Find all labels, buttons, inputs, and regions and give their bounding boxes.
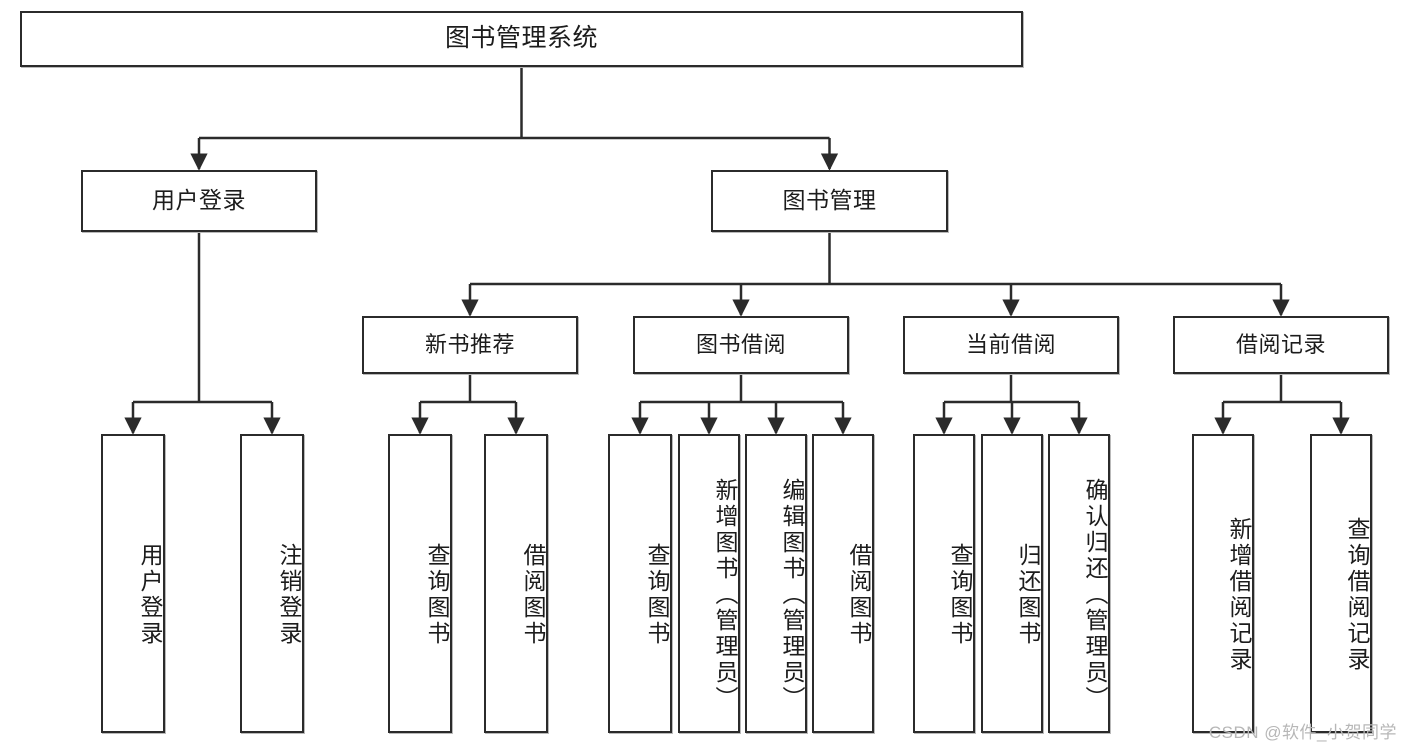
node-label: 确认归还（管理员） [1082,477,1108,712]
node-leaf-rec-query2[interactable]: 查询借阅记录 [1310,434,1372,733]
node-leaf-cur-return[interactable]: 归还图书 [981,434,1043,733]
csdn-watermark: CSDN @软件_小贺同学 [1208,723,1397,742]
node-leaf-rec-query[interactable]: 查询图书 [388,434,452,733]
node-leaf-user-logout[interactable]: 注销登录 [240,434,304,733]
node-label: 注销登录 [276,542,302,647]
node-label: 借阅图书 [846,542,872,647]
node-leaf-rec-add[interactable]: 新增借阅记录 [1192,434,1254,733]
node-new-book-rec[interactable]: 新书推荐 [362,316,578,374]
node-leaf-borrow-add[interactable]: 新增图书（管理员） [678,434,740,733]
node-leaf-cur-query[interactable]: 查询图书 [913,434,975,733]
node-label: 归还图书 [1015,542,1041,647]
node-leaf-borrow-lend[interactable]: 借阅图书 [812,434,874,733]
node-label: 图书管理 [782,187,877,214]
node-book-borrow[interactable]: 图书借阅 [633,316,849,374]
node-user-login[interactable]: 用户登录 [81,170,317,232]
node-label: 编辑图书（管理员） [779,477,805,712]
node-root[interactable]: 图书管理系统 [20,11,1023,67]
node-label: 查询图书 [424,542,450,647]
node-label: 新增图书（管理员） [712,477,738,712]
node-leaf-user-login[interactable]: 用户登录 [101,434,165,733]
node-label: 借阅图书 [520,542,546,647]
node-leaf-borrow-query[interactable]: 查询图书 [608,434,672,733]
node-label: 查询借阅记录 [1344,516,1370,673]
node-label: 用户登录 [152,187,246,214]
node-label: 查询图书 [947,542,973,647]
node-label: 图书管理系统 [444,24,598,53]
node-book-manage[interactable]: 图书管理 [711,170,948,232]
node-label: 图书借阅 [695,332,786,358]
node-leaf-cur-confirm[interactable]: 确认归还（管理员） [1048,434,1110,733]
node-current-borrow[interactable]: 当前借阅 [903,316,1119,374]
node-label: 用户登录 [137,542,163,647]
node-label: 借阅记录 [1235,332,1326,358]
node-borrow-record[interactable]: 借阅记录 [1173,316,1389,374]
node-leaf-rec-borrow[interactable]: 借阅图书 [484,434,548,733]
node-leaf-borrow-edit[interactable]: 编辑图书（管理员） [745,434,807,733]
node-label: 查询图书 [644,542,670,647]
node-label: 新增借阅记录 [1226,516,1252,673]
node-label: 新书推荐 [424,332,515,358]
node-label: 当前借阅 [965,332,1056,358]
